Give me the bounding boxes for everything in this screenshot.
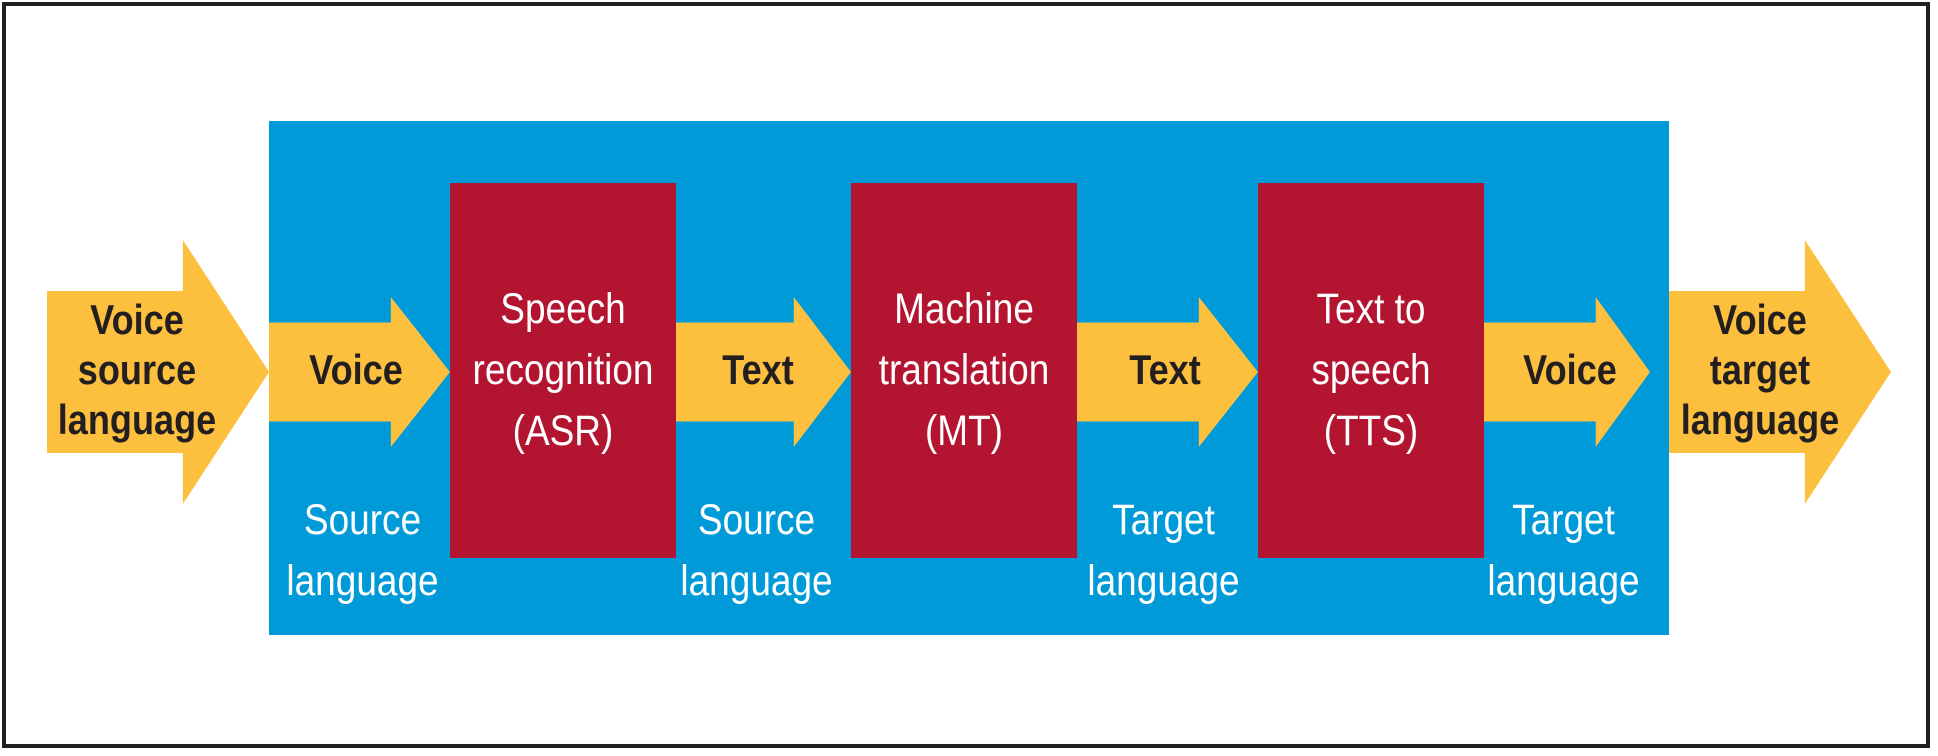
stage-label: Speech recognition (ASR) — [472, 285, 654, 455]
stage-asr: Speech recognition (ASR) — [450, 183, 676, 558]
flow-arrow-label: Voice — [1523, 346, 1617, 393]
flow-arrow-label: Voice — [309, 346, 403, 393]
stage-tts: Text to speech (TTS) — [1258, 183, 1484, 558]
output-arrow-label: Voice target language — [1680, 296, 1840, 443]
stage-mt: Machine translation (MT) — [851, 183, 1077, 558]
stage-label: Text to speech (TTS) — [1311, 285, 1431, 455]
language-label: Target language — [1487, 496, 1640, 605]
stage-label: Machine translation (MT) — [878, 285, 1050, 455]
language-label: Source language — [680, 496, 833, 605]
language-label: Target language — [1087, 496, 1240, 605]
flow-arrow-label: Text — [1129, 346, 1201, 393]
language-label: Source language — [286, 496, 439, 605]
input-arrow-label: Voice source language — [57, 296, 217, 443]
flow-arrow-label: Text — [722, 346, 794, 393]
